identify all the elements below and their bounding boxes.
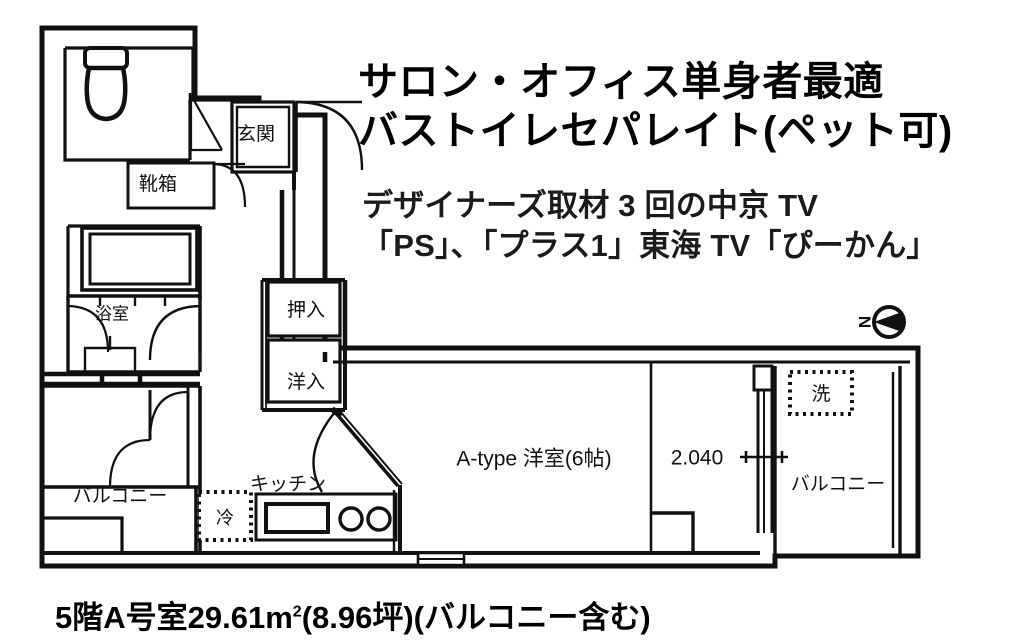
headline-block: サロン・オフィス単身者最適 バストイレセパレイト(ペット可) <box>358 58 953 156</box>
kitchen-door-arc <box>312 411 336 493</box>
label-entrance: 玄関 <box>237 123 275 145</box>
sliding-door-head <box>752 364 774 392</box>
label-kitchen: キッチン <box>250 474 326 495</box>
label-main-room: A-type 洋室(6帖) <box>456 448 611 471</box>
label-bathroom: 浴室 <box>95 304 129 323</box>
headline-line-2: バストイレセパレイト(ペット可) <box>358 108 953 153</box>
label-closet-japanese: 押入 <box>287 299 325 321</box>
subhead-line-2: 「PS」、「プラス1」東海 TV「ぴーかん」 <box>362 228 938 264</box>
toilet-bowl-icon <box>84 65 128 122</box>
stove-burner-right-icon <box>366 506 392 532</box>
kitchen-sink-icon <box>264 502 330 534</box>
compass-north-label: N <box>855 316 874 328</box>
washer-space-box <box>788 370 854 416</box>
label-washer: 洗 <box>811 383 830 405</box>
label-fridge: 冷 <box>216 508 234 528</box>
bathtub-inner <box>88 232 192 286</box>
caption-superscript: 2 <box>292 603 302 621</box>
closet-western <box>266 338 342 404</box>
label-balcony-left: バルコニー <box>73 486 168 507</box>
bath-corridor-divider-seg <box>99 374 143 384</box>
label-closet-western: 洋入 <box>287 371 325 393</box>
entrance-frame <box>235 105 291 169</box>
balcony-door-arc <box>108 438 151 488</box>
subhead-line-1: デザイナーズ取材 3 回の中京 TV <box>362 188 819 223</box>
kitchen-door-leaf2 <box>338 409 403 485</box>
caption-suffix: (8.96坪)(バルコニー含む) <box>301 600 651 635</box>
headline-line-1: サロン・オフィス単身者最適 <box>358 60 884 104</box>
bathroom-door-arc-left <box>67 304 110 353</box>
toilet-tank-icon <box>83 46 129 70</box>
toilet-room-bottom <box>63 48 190 162</box>
bath-corridor-divider <box>42 371 200 387</box>
entrance-room <box>230 100 296 174</box>
subhead-block: デザイナーズ取材 3 回の中京 TV 「PS」、「プラス1」東海 TV「ぴーかん… <box>362 186 937 267</box>
label-dimension: 2.040 <box>671 447 724 470</box>
balcony-door-arc-upper <box>148 390 189 441</box>
caption-prefix: 5階A号室29.61m <box>55 600 293 635</box>
bathroom-door-arc-right <box>148 304 201 361</box>
compass-needle-icon <box>874 312 902 332</box>
fridge-space-box <box>197 490 253 542</box>
stove-burner-left-icon <box>338 506 364 532</box>
label-balcony-right: バルコニー <box>791 474 886 495</box>
kitchen-door-hinge <box>330 406 343 419</box>
toilet-door-swing <box>189 94 223 151</box>
main-room-notch <box>651 511 695 553</box>
unit-area-caption: 5階A号室29.61m2(8.96坪)(バルコニー含む) <box>55 592 651 637</box>
kitchen-door-leaf <box>333 410 400 488</box>
left-balcony-walls <box>42 384 202 489</box>
right-balcony-walls <box>773 366 902 558</box>
label-shoe-box: 靴箱 <box>139 173 177 195</box>
